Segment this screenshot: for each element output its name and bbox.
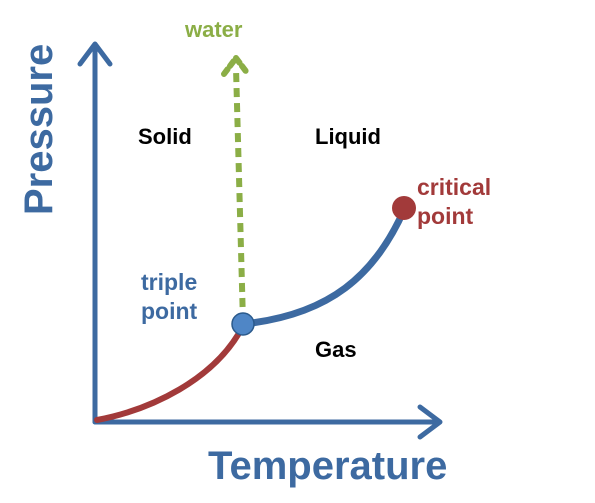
x-axis-label: Temperature — [208, 444, 448, 488]
sublimation-curve — [94, 323, 246, 423]
triple-point-label-line1: triple — [141, 269, 198, 295]
water-melting-curve — [233, 67, 246, 323]
critical-point-label-line1: critical — [417, 174, 492, 200]
x-axis-arrowhead-icon — [417, 404, 443, 440]
liquid-region-label: Liquid — [315, 124, 381, 149]
solid-region-label: Solid — [138, 124, 192, 149]
triple-point-label-line2: point — [141, 298, 198, 325]
critical-point-label-line2: point — [417, 203, 474, 230]
vaporization-curve — [239, 206, 408, 328]
y-axis-arrowhead-icon — [77, 41, 113, 67]
gas-region-label: Gas — [315, 337, 357, 362]
critical-point-label: critical point — [417, 174, 492, 230]
triple-point-marker-icon — [231, 312, 255, 336]
y-axis-label: Pressure — [17, 43, 61, 215]
water-label: water — [185, 17, 243, 42]
water-arrowhead-icon — [221, 55, 251, 77]
critical-point-marker-icon — [392, 196, 416, 220]
triple-point-label: triple point — [141, 269, 198, 325]
